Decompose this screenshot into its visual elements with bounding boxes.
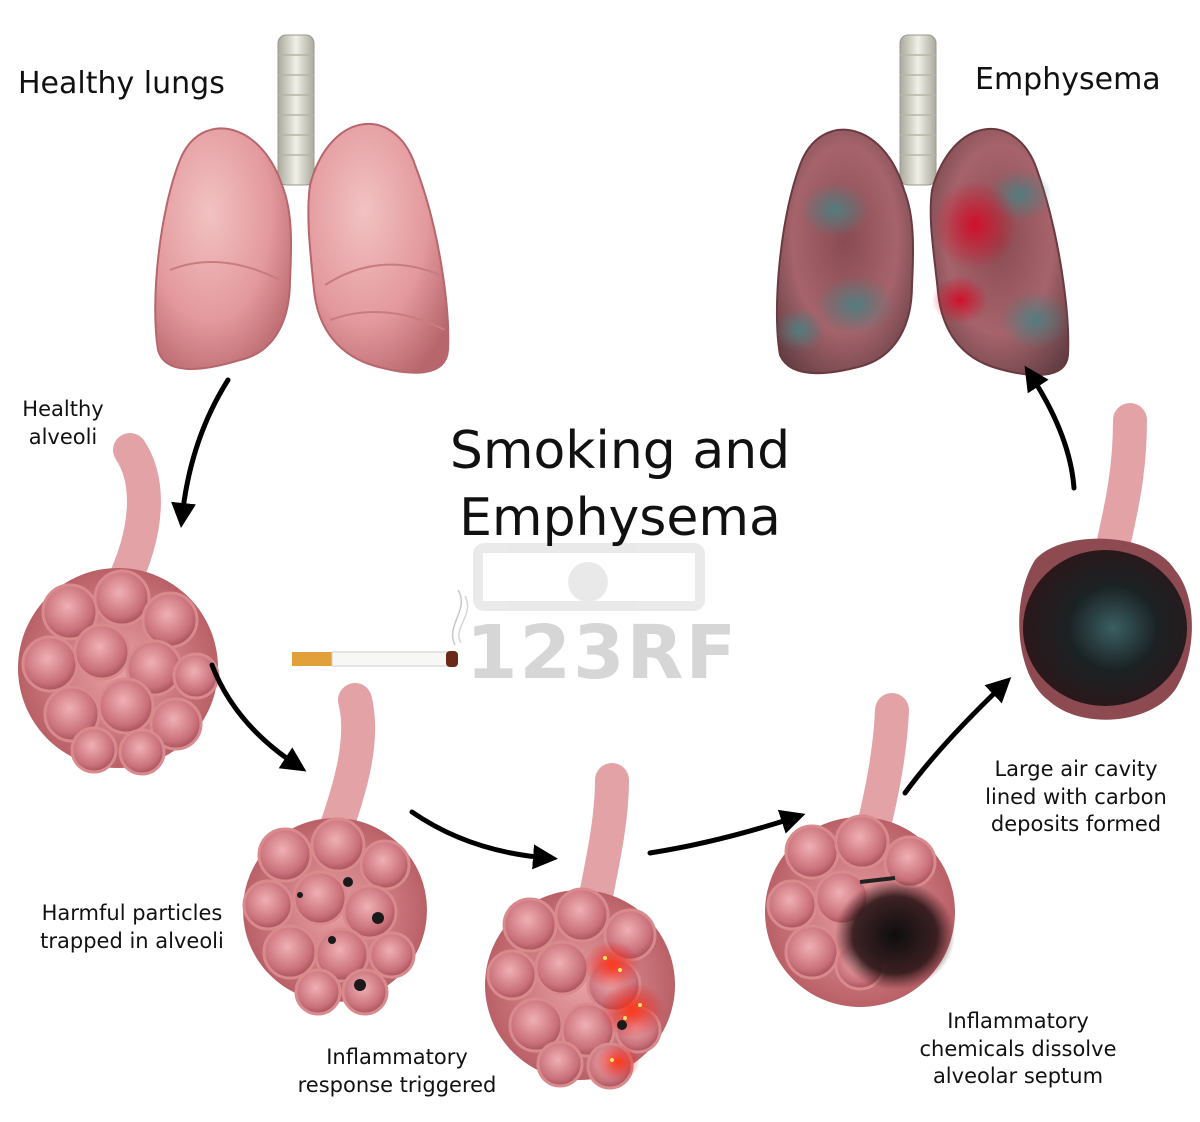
alveoli-dissolving [765,693,955,1007]
arrow-alveoli-to-particles [209,662,307,772]
alveoli-inflamed [485,763,675,1090]
healthy-right-lung [307,122,450,374]
cigarette-illustration [292,589,469,667]
emphysema-trachea [899,34,937,186]
label-emphysema: Emphysema [975,62,1161,97]
arrow-lungs-to-alveoli [171,377,231,528]
label-healthy-alveoli: Healthy alveoli [22,397,104,449]
emphysema-lungs-illustration [775,34,1070,376]
label-large-air-cavity: Large air cavity lined with carbon depos… [985,757,1167,837]
arrow-particles-to-inflamed [409,809,558,870]
label-healthy-lungs: Healthy lungs [18,66,225,101]
alveoli-particles [242,683,427,1016]
healthy-left-lung [154,127,293,370]
diagram-title: Smoking and Emphysema [449,421,791,548]
alveoli-healthy [18,433,220,776]
alveoli-cavity [1019,403,1192,720]
label-inflammatory-response: Inflammatory response triggered [297,1045,497,1097]
arrow-inflamed-to-dissolving [647,809,806,856]
cycle-arrows [171,365,1077,870]
arrow-dissolving-to-cavity [902,677,1012,796]
label-harmful-particles: Harmful particles trapped in alveoli [40,901,224,953]
healthy-trachea [277,34,315,186]
watermark-text: 123RF [466,610,738,696]
healthy-lungs-illustration [154,34,450,374]
label-inflammatory-chemicals: Inflammatory chemicals dissolve alveolar… [919,1009,1117,1089]
arrow-cavity-to-emphysema [1024,365,1077,491]
watermark-camera-icon [473,543,705,611]
